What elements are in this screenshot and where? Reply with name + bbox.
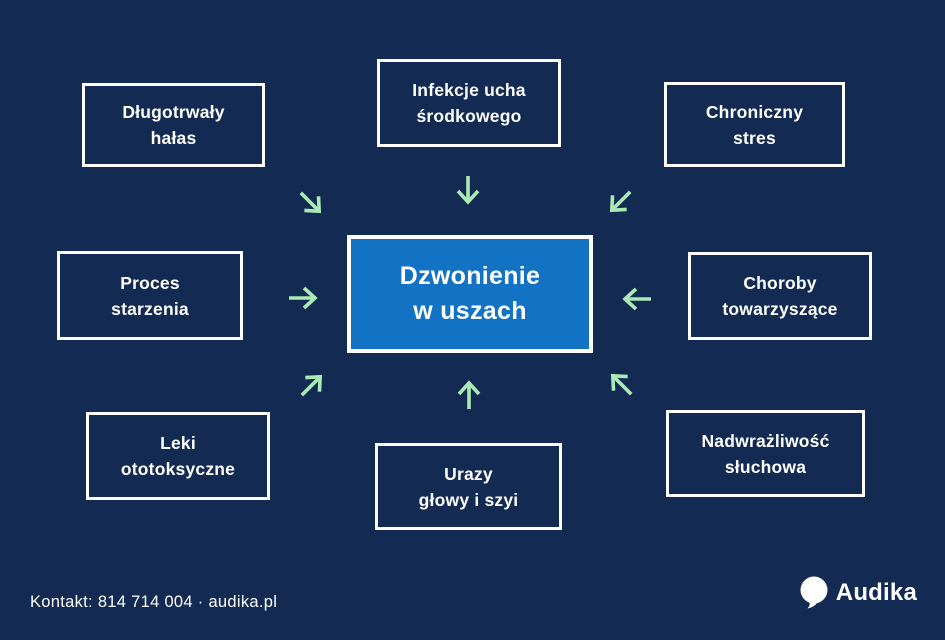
arrow-down-right-icon <box>286 178 334 226</box>
cause-label-line: ototoksyczne <box>120 459 236 479</box>
arrow-left-icon <box>621 282 655 316</box>
arrow-down-icon <box>451 172 485 206</box>
center-label-line: w uszach <box>413 297 527 325</box>
cause-box-dlugotrwaly-halas: Długotrwały hałas <box>82 83 265 167</box>
cause-box-leki-ototoksyczne: Leki ototoksyczne <box>86 412 270 500</box>
cause-label-line: głowy i szyi <box>418 489 519 510</box>
cause-label-line: Chroniczny <box>705 101 804 122</box>
arrow-up-icon <box>452 379 486 413</box>
cause-box-nadwrazliwosc-sluchowa: Nadwrażliwość słuchowa <box>666 410 865 497</box>
cause-label-line: Infekcje ucha <box>412 80 526 100</box>
cause-label-line: Choroby <box>743 273 817 293</box>
cause-label-line: hałas <box>150 128 197 148</box>
cause-label-line: Proces <box>120 272 180 293</box>
audika-logo: Audika <box>799 576 917 610</box>
cause-label-line: Nadwrażliwość <box>701 430 830 451</box>
speech-bubble-icon <box>799 576 829 610</box>
cause-label-line: Leki <box>160 433 196 453</box>
brand-name: Audika <box>835 579 917 606</box>
contact-info: Kontakt: 814 714 004 · audika.pl <box>30 593 278 611</box>
cause-label-line: stres <box>733 127 776 148</box>
cause-label-line: Długotrwały <box>122 102 225 122</box>
cause-box-urazy-glowy: Urazy głowy i szyi <box>375 443 562 530</box>
cause-box-chroniczny-stres: Chroniczny stres <box>664 82 845 167</box>
center-label-line: Dzwonienie <box>399 262 541 290</box>
cause-label-line: starzenia <box>111 298 189 319</box>
cause-box-proces-starzenia: Proces starzenia <box>57 251 243 340</box>
cause-box-choroby-towarzyszace: Choroby towarzyszące <box>688 252 872 340</box>
arrow-up-left-icon <box>598 361 646 409</box>
cause-label-line: towarzyszące <box>722 299 838 319</box>
arrow-right-icon <box>285 281 319 315</box>
cause-label-line: Urazy <box>444 463 493 484</box>
arrow-up-right-icon <box>287 362 335 410</box>
cause-label-line: środkowego <box>416 106 522 126</box>
cause-label-line: słuchowa <box>724 456 807 477</box>
cause-box-infekcje-ucha: Infekcje ucha środkowego <box>377 59 561 147</box>
arrow-down-left-icon <box>597 177 645 225</box>
center-box-dzwonienie-w-uszach: Dzwonienie w uszach <box>347 235 593 353</box>
